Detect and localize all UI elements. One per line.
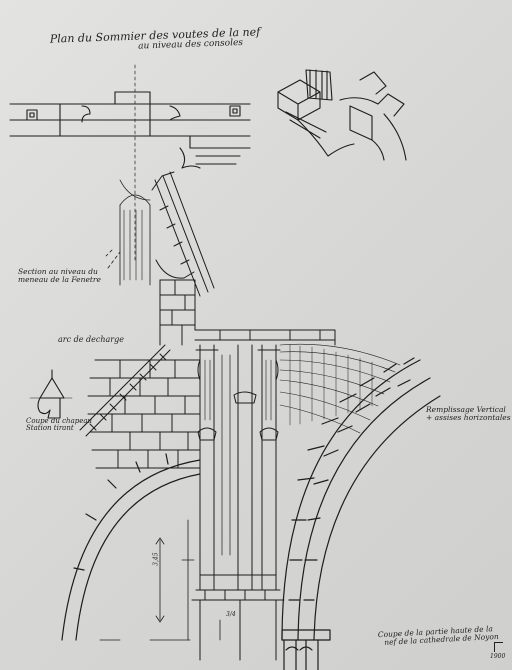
masonry-wall-section bbox=[79, 279, 336, 469]
colonnettes bbox=[191, 344, 285, 661]
drawing-date: 1900 bbox=[490, 653, 506, 660]
arch-note: arc de decharge bbox=[58, 335, 124, 344]
relieving-arch bbox=[61, 453, 201, 641]
fill-note-line-2: + assises horizontales bbox=[426, 412, 511, 422]
coping-profile bbox=[29, 369, 73, 419]
section-indicator bbox=[105, 179, 151, 286]
section-note-line-2: meneau de la Fenetre bbox=[18, 274, 101, 284]
springer-perspective-sketch bbox=[277, 69, 407, 161]
fill-note-line-1: Remplissage Vertical bbox=[426, 405, 506, 414]
coping-note-line-1: Coupe du chapeau bbox=[26, 417, 93, 425]
dimension-label: 3,45 bbox=[152, 552, 160, 566]
section-note: Section au niveau du meneau de la Fenetr… bbox=[18, 268, 101, 284]
transverse-arch bbox=[281, 357, 441, 670]
dimension-label-secondary: 3/4 bbox=[226, 611, 236, 618]
window-mullion-section bbox=[151, 171, 215, 297]
coping-note-line-2: Station tirant bbox=[26, 424, 74, 433]
vault-surface-hatching bbox=[279, 343, 401, 434]
section-note-line-1: Section au niveau du bbox=[18, 267, 98, 276]
fill-note: Remplissage Vertical + assises horizonta… bbox=[426, 406, 511, 422]
signature-monogram bbox=[494, 642, 503, 652]
coping-note: Coupe du chapeau Station tirant bbox=[26, 417, 93, 433]
plan-of-vault-springer bbox=[9, 64, 251, 261]
dimension-lines bbox=[155, 537, 221, 641]
